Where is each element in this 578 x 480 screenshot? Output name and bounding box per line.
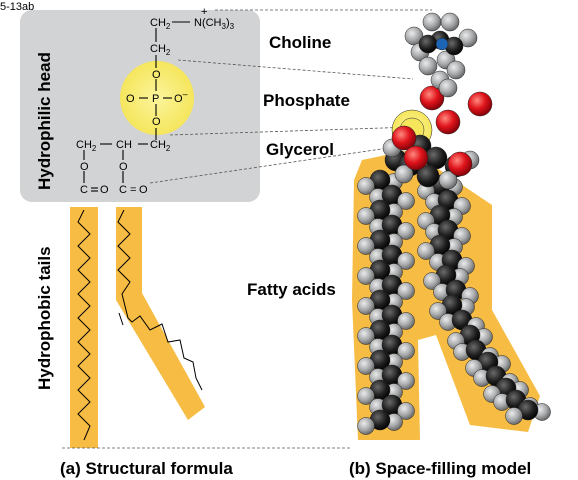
left-tail-hydrogen-atom	[397, 312, 415, 330]
choline-label: Choline	[269, 33, 331, 52]
phosphate-p: P	[152, 93, 159, 105]
glycerol-label: Glycerol	[266, 140, 334, 159]
glycerol-carbon-atom	[416, 164, 440, 188]
figure-id: 5-13ab	[0, 1, 34, 13]
hydrophobic-tails-label: Hydrophobic tails	[35, 246, 54, 390]
choline-hydrogen-atom	[446, 60, 466, 80]
choline-hydrogen-atom	[438, 78, 458, 98]
left-tail-hydrogen-atom	[357, 387, 375, 405]
oxygen-atom	[419, 85, 445, 111]
left-tail-hydrogen-atom	[357, 207, 375, 225]
phosphate-label: Phosphate	[263, 91, 350, 110]
ester-o-left: O	[80, 161, 89, 173]
guide-lines	[62, 9, 432, 449]
glycerol-hydrogen-atom	[438, 170, 458, 190]
left-tail-hydrogen-atom	[357, 357, 375, 375]
oxygen-atom	[435, 109, 461, 135]
carbonyl-right-c: C	[119, 184, 127, 196]
carbonyl-right-eq: =	[130, 184, 136, 196]
left-tail-hydrogen-atom	[397, 372, 415, 390]
oxygen-top: O	[152, 69, 161, 81]
choline-hydrogen-atom	[440, 12, 460, 32]
formula-bonds	[83, 21, 190, 192]
right-tail-hydrogen-atom	[417, 242, 435, 260]
ester-o-right: O	[119, 161, 128, 173]
left-tail-hydrogen-atom	[357, 237, 375, 255]
choline-hydrogen-atom	[418, 56, 438, 76]
caption-space-filling-model: (b) Space-filling model	[349, 459, 531, 478]
left-tail-hydrogen-atom	[357, 327, 375, 345]
unsaturated-tail-band	[116, 207, 205, 420]
caption-structural-formula: (a) Structural formula	[60, 459, 233, 478]
glycerol-ch: CH	[116, 139, 132, 151]
left-tail-hydrogen-atom	[357, 177, 375, 195]
fatty-acids-label: Fatty acids	[247, 280, 336, 299]
choline-ch2: CH2	[150, 17, 171, 31]
hydrophilic-head-label: Hydrophilic head	[35, 52, 54, 190]
oxygen-atom	[391, 125, 417, 151]
oxygen-atom	[447, 151, 473, 177]
glycerol-hydrogen-atom	[394, 164, 414, 184]
saturated-tail-band	[70, 207, 98, 448]
left-tail-hydrogen-atom	[357, 297, 375, 315]
nitrogen-atom	[435, 37, 449, 51]
phosphate-glow	[120, 61, 194, 135]
saturated-tail-chain	[77, 209, 91, 441]
choline-hydrogen-atom	[422, 12, 442, 32]
space-filling-atoms	[357, 12, 551, 435]
oxygen-bottom: O	[152, 116, 161, 128]
choline-n-group: N(CH3)3	[194, 17, 235, 31]
carbonyl-left-c: C	[80, 184, 88, 196]
glycerol-ch2-right: CH2	[150, 139, 171, 153]
left-tail-hydrogen-atom	[397, 402, 415, 420]
phosphate-o-right: O–	[174, 89, 188, 105]
unsaturated-tail-chain	[117, 209, 203, 391]
left-tail-hydrogen-atom	[397, 282, 415, 300]
left-tail-hydrogen-atom	[357, 417, 375, 435]
choline-hydrogen-atom	[458, 28, 478, 48]
double-bond-line	[118, 312, 124, 326]
right-tail-hydrogen-atom	[429, 302, 447, 320]
left-tail-hydrogen-atom	[397, 192, 415, 210]
choline-carbon-atom	[418, 34, 438, 54]
right-tail-hydrogen-atom	[505, 407, 523, 425]
left-tail-hydrogen-atom	[397, 222, 415, 240]
phosphate-o-left: O	[126, 93, 135, 105]
left-tail-hydrogen-atom	[397, 252, 415, 270]
choline-plus: +	[201, 6, 207, 18]
left-tail-hydrogen-atom	[357, 267, 375, 285]
glycerol-ch2-left: CH2	[76, 139, 97, 153]
carbonyl-left-o: O	[100, 184, 109, 196]
right-tail-hydrogen-atom	[423, 272, 441, 290]
oxygen-atom	[467, 91, 493, 117]
carbonyl-right-o: O	[139, 184, 148, 196]
choline-ch2-lower: CH2	[150, 43, 171, 57]
left-tail-hydrogen-atom	[397, 342, 415, 360]
oxygen-atom	[403, 145, 429, 171]
